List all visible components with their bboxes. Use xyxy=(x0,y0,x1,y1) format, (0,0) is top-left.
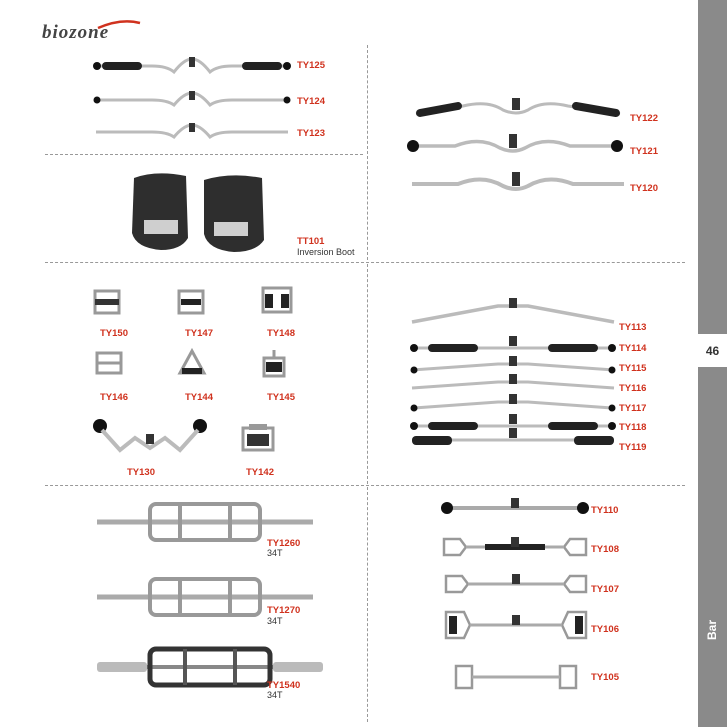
bar-image-ty120 xyxy=(412,172,624,191)
bar-image-ty108 xyxy=(442,537,588,557)
product-code: TY147 xyxy=(185,328,213,339)
logo-swoosh-icon xyxy=(97,20,141,30)
product-code: TY119 xyxy=(619,442,647,453)
handle-image-ty146 xyxy=(95,351,123,375)
handle-image-ty144 xyxy=(177,347,207,375)
bar-image-ty110 xyxy=(441,498,589,514)
vertical-divider xyxy=(367,45,368,260)
handle-image-ty145 xyxy=(262,350,286,378)
vertical-divider xyxy=(367,264,368,484)
product-subtext: 34T xyxy=(267,690,283,700)
product-code: TY124 xyxy=(297,96,325,107)
bar-image-ty123 xyxy=(96,123,288,140)
bar-image-ty122 xyxy=(415,98,621,117)
product-code: TY146 xyxy=(100,392,128,403)
product-code: TY130 xyxy=(127,467,155,478)
bar-image-ty115 xyxy=(410,356,616,374)
bar-image-ty124 xyxy=(93,91,291,108)
product-code: TY116 xyxy=(619,383,647,394)
product-code: TY105 xyxy=(591,672,619,683)
product-code: TY106 xyxy=(591,624,619,635)
bar-image-ty117 xyxy=(410,394,616,412)
bar-image-ty107 xyxy=(444,574,588,594)
bar-image-ty118 xyxy=(410,414,616,430)
bar-image-ty105 xyxy=(454,664,578,690)
brand-logo: biozone xyxy=(42,22,110,43)
bar-image-ty116 xyxy=(411,374,615,390)
horizontal-divider xyxy=(45,262,685,263)
handle-image-ty150 xyxy=(93,289,121,315)
product-code: TY1540 xyxy=(267,680,301,691)
handle-image-ty148 xyxy=(261,286,293,314)
bar-image-ty1270 xyxy=(97,577,313,617)
product-code: TY115 xyxy=(619,363,647,374)
bar-image-ty1260 xyxy=(97,502,313,542)
product-code: TY113 xyxy=(619,322,647,333)
product-code: TY121 xyxy=(630,146,658,157)
bar-image-ty106 xyxy=(444,610,588,640)
bar-image-ty113 xyxy=(411,298,615,324)
horizontal-divider xyxy=(45,485,685,486)
product-code: TY108 xyxy=(591,544,619,555)
product-code: TY125 xyxy=(297,60,325,71)
product-code: TY1260 xyxy=(267,538,301,549)
product-code: TY150 xyxy=(100,328,128,339)
product-subtext: 34T xyxy=(267,548,283,558)
product-code: TY110 xyxy=(591,505,619,516)
product-code: TY117 xyxy=(619,403,647,414)
inversion-boot-image xyxy=(132,173,264,252)
product-code: TY145 xyxy=(267,392,295,403)
vertical-divider xyxy=(367,487,368,722)
handle-image-ty142 xyxy=(241,424,275,452)
product-code: TY123 xyxy=(297,128,325,139)
horizontal-divider xyxy=(45,154,363,155)
page-number: 46 xyxy=(698,334,727,367)
product-code: TY118 xyxy=(619,422,647,433)
bar-image-ty119 xyxy=(412,428,614,445)
product-code: TY114 xyxy=(619,343,647,354)
product-subtext: 34T xyxy=(267,616,283,626)
section-label: Bar xyxy=(705,619,720,641)
product-code: TY107 xyxy=(591,584,619,595)
product-description: Inversion Boot xyxy=(297,247,355,257)
bar-image-ty121 xyxy=(407,134,623,153)
bar-image-ty130 xyxy=(93,419,207,453)
product-code: TY148 xyxy=(267,328,295,339)
bar-image-ty1540 xyxy=(97,646,323,688)
product-code: TY120 xyxy=(630,183,658,194)
product-code: TY1270 xyxy=(267,605,301,616)
handle-image-ty147 xyxy=(177,289,205,315)
product-code: TY144 xyxy=(185,392,213,403)
product-code: TT101 xyxy=(297,236,325,247)
product-code: TY142 xyxy=(246,467,274,478)
product-code: TY122 xyxy=(630,113,658,124)
bar-image-ty125 xyxy=(93,57,291,75)
bar-image-ty114 xyxy=(410,336,616,352)
